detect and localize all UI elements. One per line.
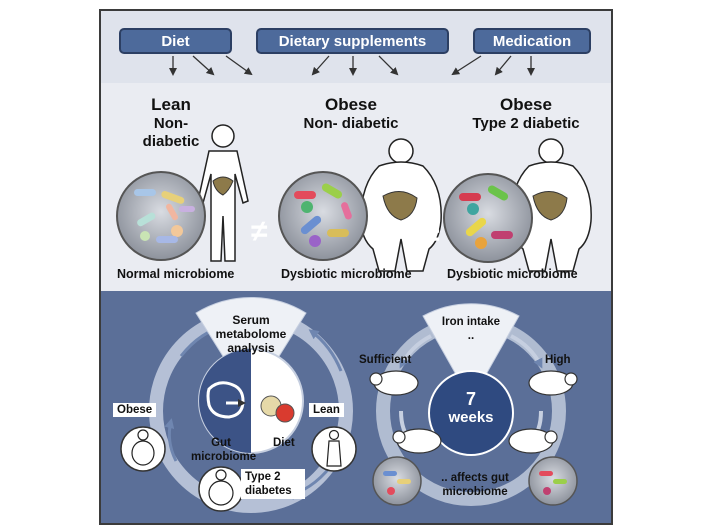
obese-label: Obese — [113, 403, 157, 417]
obese-person-icon — [360, 138, 442, 272]
mouse-icons — [369, 370, 578, 454]
obese-heading-line2: Non- diabetic — [303, 115, 399, 132]
diet-box: Diet — [119, 28, 232, 54]
dysbiotic-microbiome-dish-2 — [443, 173, 533, 263]
lean-heading-line3: diabetic — [142, 133, 200, 150]
obese-t2d-heading-line2: Type 2 diabetic — [472, 115, 580, 132]
figure-frame: Diet Dietary supplements Medication — [99, 9, 613, 525]
diet-label: Diet — [273, 437, 295, 449]
lean-label: Lean — [309, 403, 344, 417]
normal-microbiome-caption: Normal microbiome — [117, 267, 235, 281]
high-label: High — [545, 354, 571, 366]
obese-small-icon — [120, 426, 166, 472]
gut-microbiome-label: Gut microbiome — [191, 437, 257, 463]
type2-diabetes-label: Type 2 diabetes — [241, 469, 305, 499]
lean-heading-line2: Non- — [153, 115, 189, 132]
gut-microbiome-dish-sufficient — [372, 456, 422, 506]
not-equal-sign-2: ≠ — [423, 219, 440, 252]
affects-gut-label: .. affects gut microbiome — [441, 472, 509, 498]
lean-person-icon — [197, 124, 249, 262]
normal-microbiome-dish — [116, 171, 206, 261]
gut-microbiome-dish-high — [528, 456, 578, 506]
lean-small-icon — [311, 426, 357, 472]
not-equal-sign-1: ≠ — [251, 215, 268, 248]
weeks-word: weeks — [448, 409, 494, 426]
lean-heading-line1: Lean — [151, 95, 191, 114]
influence-arrows — [169, 55, 535, 76]
obese-t2d-heading-line1: Obese — [500, 95, 552, 114]
dysbiotic-microbiome-dish-1 — [278, 171, 368, 261]
dysbiotic-microbiome-caption-1: Dysbiotic microbiome — [281, 267, 412, 281]
dietary-supplements-box: Dietary supplements — [256, 28, 449, 54]
serum-metabolome-label: Serum metabolome analysis — [215, 313, 287, 355]
obese-heading-line1: Obese — [325, 95, 377, 114]
type2-small-icon — [198, 466, 244, 512]
iron-intake-label: Iron intake .. — [441, 316, 501, 342]
iron-cycle — [376, 303, 566, 506]
weeks-number: 7 — [465, 389, 476, 409]
medication-box: Medication — [473, 28, 591, 54]
dysbiotic-microbiome-caption-2: Dysbiotic microbiome — [447, 267, 578, 281]
sufficient-label: Sufficient — [359, 354, 412, 366]
